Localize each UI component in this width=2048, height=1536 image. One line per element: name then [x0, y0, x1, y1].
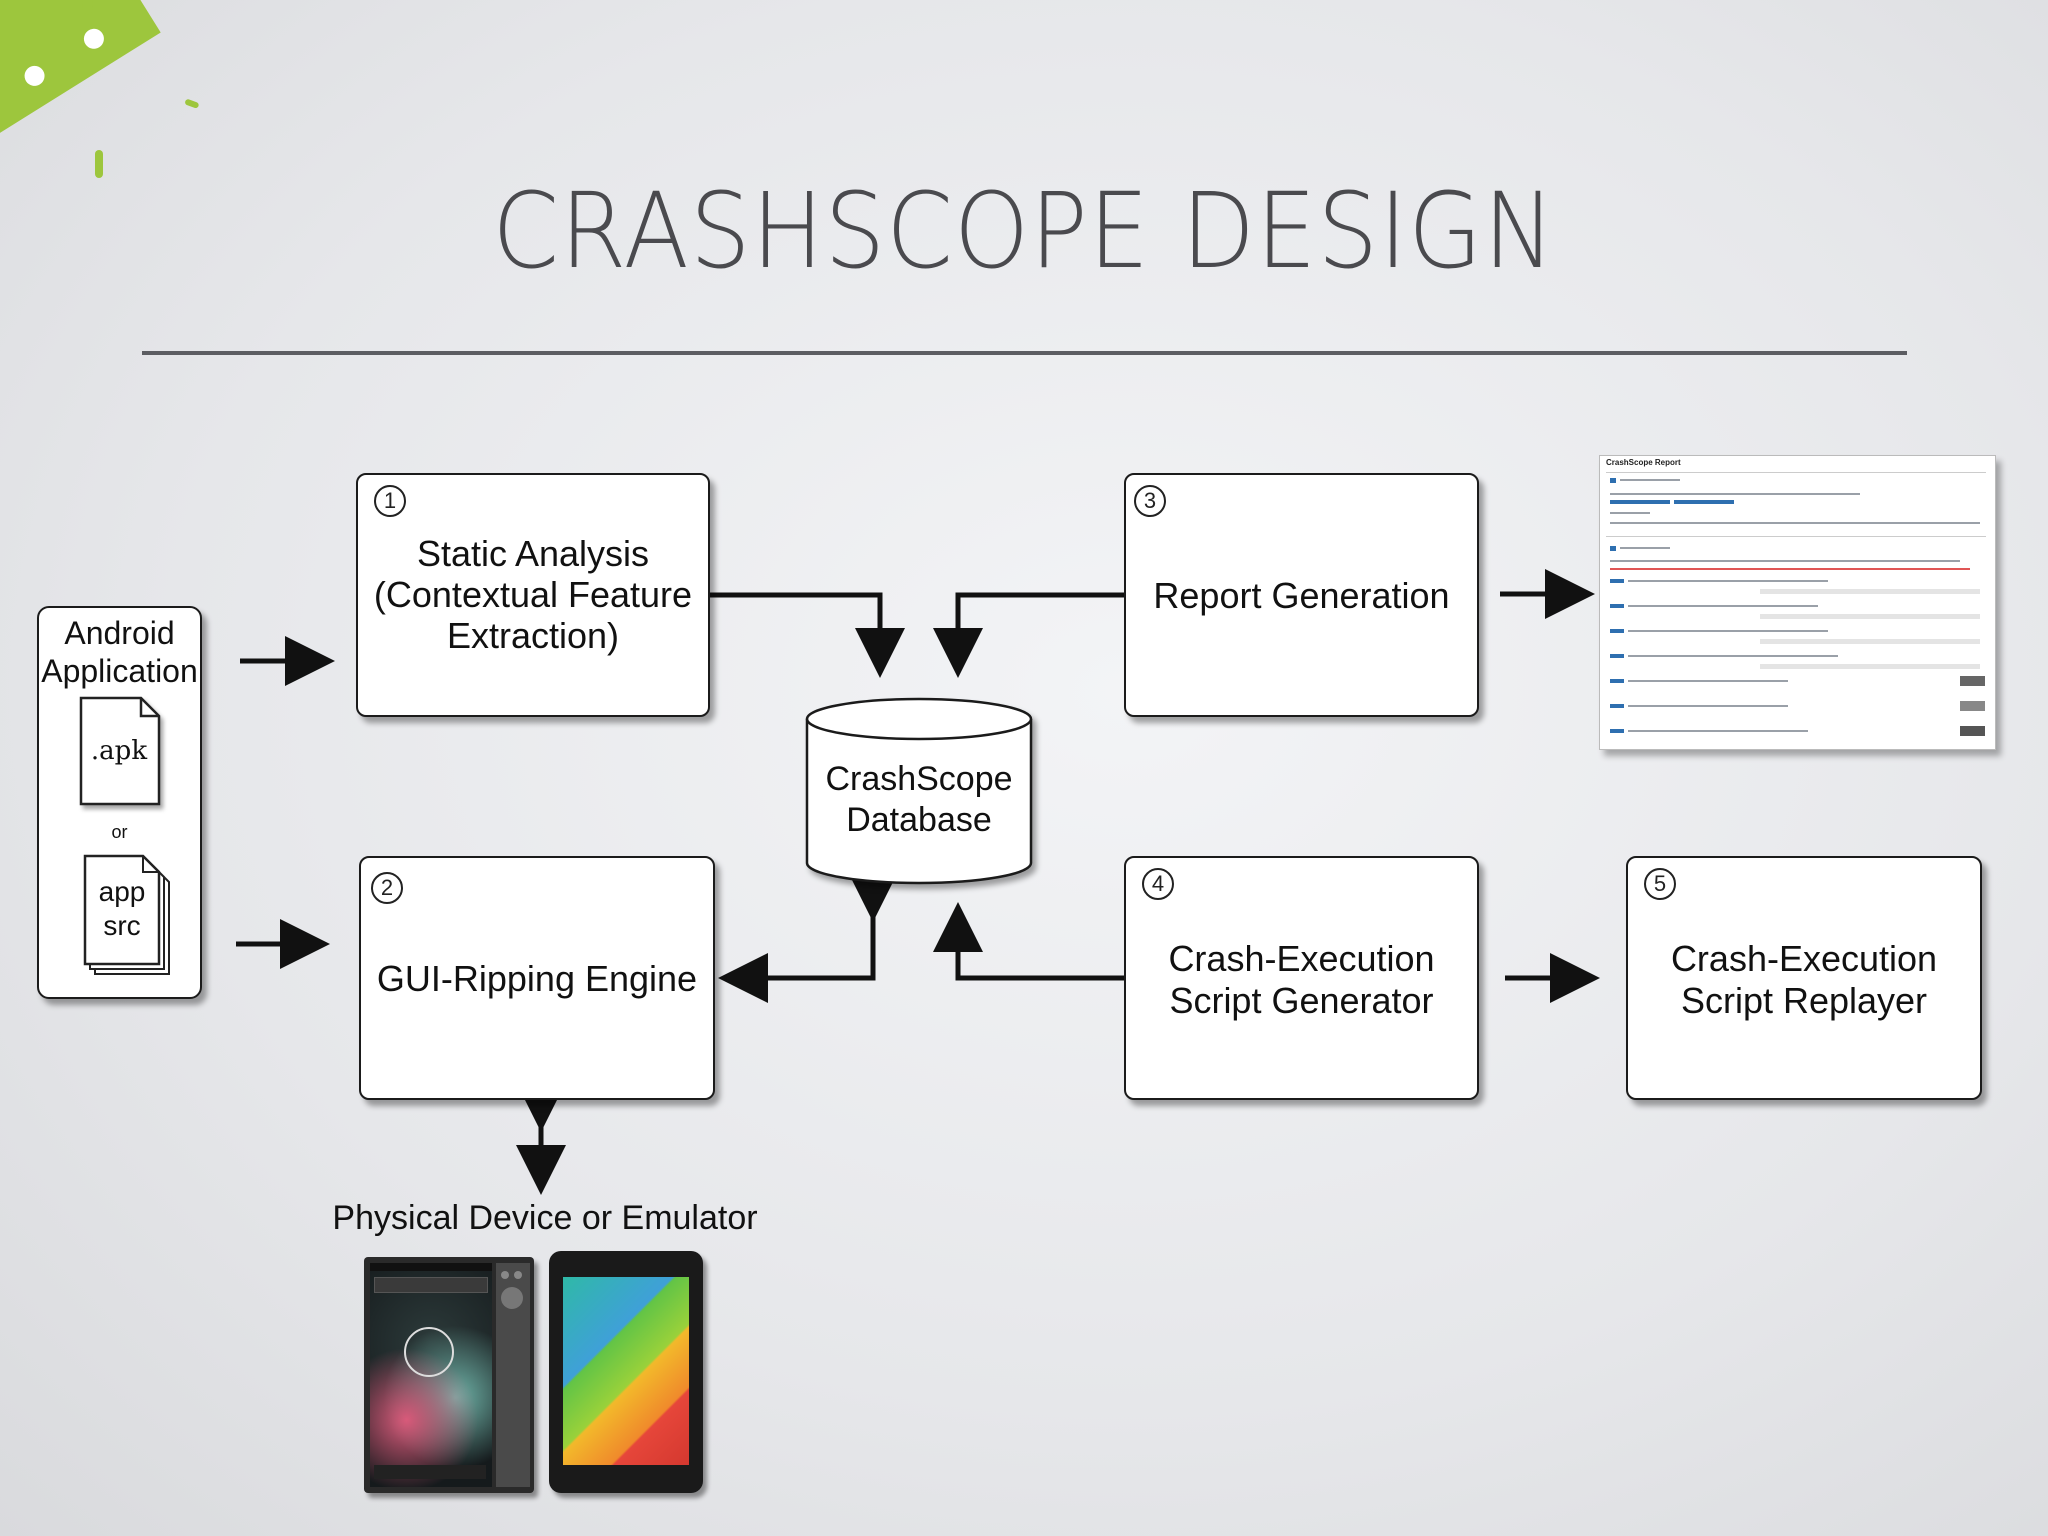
device-label: Physical Device or Emulator	[332, 1199, 758, 1237]
arrow-db-gui	[718, 872, 898, 1003]
stacked-documents-icon: app src	[83, 854, 170, 975]
title-divider	[142, 351, 1907, 355]
database-cylinder-icon	[805, 697, 1033, 885]
gui-ripping-box: 2 GUI-Ripping Engine	[359, 856, 715, 1100]
script-replayer-box: 5 Crash-Execution Script Replayer	[1626, 856, 1982, 1100]
step-number-5: 5	[1644, 868, 1676, 900]
apk-label: .apk	[90, 736, 148, 766]
arrow-generator-to-db	[933, 902, 1127, 981]
input-label-line2: Application	[41, 653, 198, 689]
slide-title: CRASHSCOPE DESIGN	[492, 170, 1556, 292]
report-preview-title: CrashScope Report	[1606, 458, 1681, 467]
android-application-box: Android Application .apk or app src	[37, 606, 202, 999]
step-number-4: 4	[1142, 868, 1174, 900]
tablet-icon	[549, 1251, 703, 1493]
script-replayer-line1: Crash-Execution	[1670, 938, 1938, 979]
script-generator-box: 4 Crash-Execution Script Generator	[1124, 856, 1479, 1100]
database-line2: Database	[846, 801, 992, 839]
step-number-3: 3	[1134, 485, 1166, 517]
report-preview: CrashScope Report	[1599, 455, 1996, 750]
arrow-report-to-db	[933, 592, 1127, 678]
src-line2: src	[103, 910, 141, 941]
or-label: or	[111, 822, 128, 842]
script-replayer-line2: Script Replayer	[1680, 980, 1928, 1021]
database-line1: CrashScope	[825, 760, 1013, 798]
step-number-2: 2	[371, 872, 403, 904]
static-analysis-line2: (Contextual Feature	[373, 574, 693, 615]
static-analysis-line1: Static Analysis	[416, 533, 650, 574]
android-logo-icon	[0, 0, 199, 178]
report-generation-box: 3 Report Generation	[1124, 473, 1479, 717]
static-analysis-line3: Extraction)	[446, 615, 620, 656]
gui-ripping-line1: GUI-Ripping Engine	[376, 958, 698, 999]
script-generator-line1: Crash-Execution	[1168, 938, 1435, 979]
src-line1: app	[98, 876, 146, 907]
crashscope-database: CrashScope Database	[804, 697, 1040, 887]
phone-emulator-icon	[364, 1257, 534, 1493]
step-number-1: 1	[374, 485, 406, 517]
document-icon: .apk	[79, 696, 161, 806]
script-generator-line2: Script Generator	[1169, 980, 1434, 1021]
report-generation-line1: Report Generation	[1153, 575, 1450, 616]
static-analysis-box: 1 Static Analysis (Contextual Feature Ex…	[356, 473, 710, 717]
input-label-line1: Android	[64, 615, 175, 651]
arrow-static-to-db	[710, 592, 905, 678]
